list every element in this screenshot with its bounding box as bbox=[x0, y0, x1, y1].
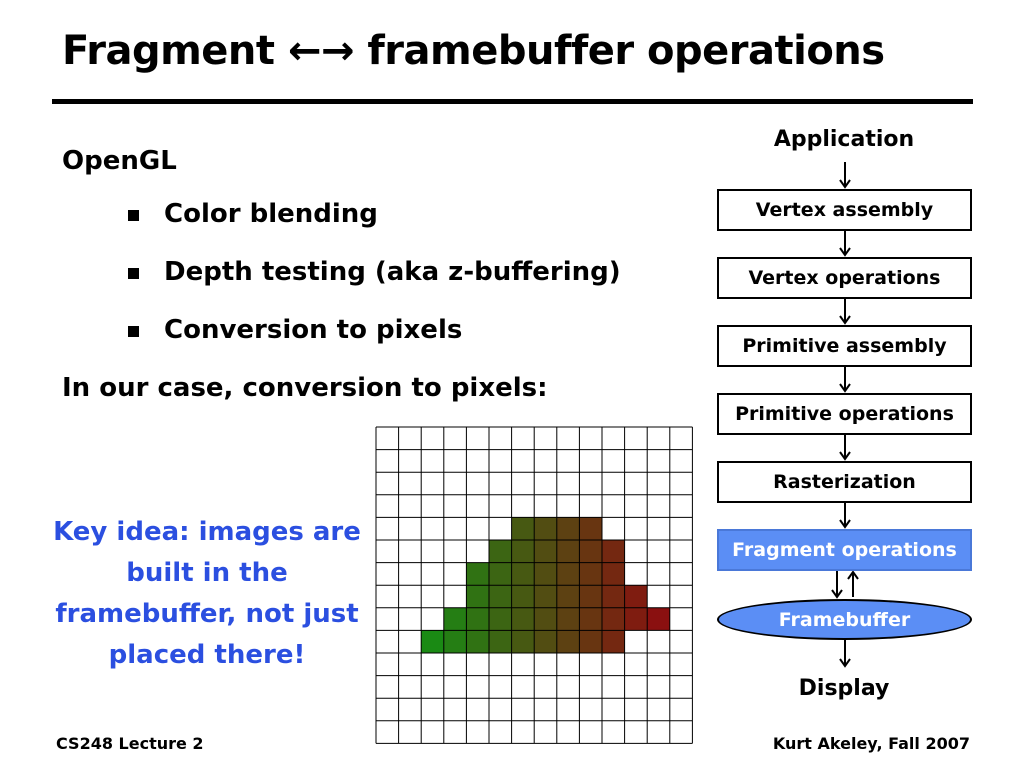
filled-pixel bbox=[534, 607, 557, 631]
filled-pixel bbox=[443, 607, 467, 631]
filled-pixel bbox=[466, 562, 489, 586]
bullet-item: Color blending bbox=[128, 199, 378, 229]
filled-pixel bbox=[511, 585, 535, 608]
stage-primitive-assembly: Primitive assembly bbox=[717, 325, 972, 367]
filled-pixel bbox=[556, 630, 580, 653]
label-display: Display bbox=[798, 676, 890, 701]
filled-pixel bbox=[511, 517, 535, 540]
filled-pixel bbox=[534, 540, 557, 563]
filled-pixel bbox=[602, 562, 625, 586]
heading-opengl: OpenGL bbox=[62, 146, 177, 176]
stage-vertex-assembly: Vertex assembly bbox=[717, 189, 972, 231]
filled-pixel bbox=[624, 585, 648, 608]
filled-pixel bbox=[579, 585, 602, 608]
stage-rasterization: Rasterization bbox=[717, 461, 972, 503]
filled-pixel bbox=[579, 630, 602, 653]
filled-pixel bbox=[466, 607, 489, 631]
filled-pixel bbox=[511, 540, 535, 563]
bullet-text: Color blending bbox=[164, 199, 378, 229]
filled-pixel bbox=[602, 540, 625, 563]
filled-pixel bbox=[534, 585, 557, 608]
filled-pixel bbox=[534, 630, 557, 653]
filled-pixel bbox=[489, 630, 512, 653]
filled-pixel bbox=[556, 517, 580, 540]
filled-pixel bbox=[602, 585, 625, 608]
filled-pixel bbox=[602, 607, 625, 631]
stage-fragment-operations: Fragment operations bbox=[717, 529, 972, 571]
filled-pixel bbox=[511, 630, 535, 653]
footer-course: CS248 Lecture 2 bbox=[56, 734, 204, 753]
stage-vertex-operations: Vertex operations bbox=[717, 257, 972, 299]
title-underline bbox=[52, 99, 973, 104]
filled-pixel bbox=[624, 607, 648, 631]
filled-pixel bbox=[489, 585, 512, 608]
filled-pixel bbox=[579, 540, 602, 563]
framebuffer-ellipse: Framebuffer bbox=[717, 599, 972, 640]
filled-pixel bbox=[489, 607, 512, 631]
filled-pixel bbox=[534, 562, 557, 586]
bullet-item: Conversion to pixels bbox=[128, 315, 462, 345]
filled-pixel bbox=[556, 540, 580, 563]
filled-pixel bbox=[579, 562, 602, 586]
filled-pixel bbox=[511, 562, 535, 586]
square-bullet-icon bbox=[128, 325, 139, 337]
square-bullet-icon bbox=[128, 267, 139, 279]
filled-pixel bbox=[556, 607, 580, 631]
filled-pixel bbox=[534, 517, 557, 540]
square-bullet-icon bbox=[128, 209, 139, 221]
filled-pixel bbox=[489, 540, 512, 563]
slide-title: Fragment ←→ framebuffer operations bbox=[62, 28, 885, 74]
stage-primitive-operations: Primitive operations bbox=[717, 393, 972, 435]
filled-pixel bbox=[556, 585, 580, 608]
filled-pixel bbox=[511, 607, 535, 631]
filled-pixel bbox=[602, 630, 625, 653]
filled-pixel bbox=[647, 607, 670, 631]
filled-pixel bbox=[489, 562, 512, 586]
filled-pixel bbox=[443, 630, 467, 653]
heading-conversion: In our case, conversion to pixels: bbox=[62, 373, 548, 403]
filled-pixel bbox=[466, 630, 489, 653]
key-idea-callout: Key idea: images are built in the frameb… bbox=[53, 517, 361, 670]
bullet-text: Conversion to pixels bbox=[164, 315, 463, 345]
footer-author: Kurt Akeley, Fall 2007 bbox=[772, 734, 970, 753]
filled-pixel bbox=[556, 562, 580, 586]
filled-pixel bbox=[466, 585, 489, 608]
filled-pixel bbox=[579, 607, 602, 631]
filled-pixel bbox=[579, 517, 602, 540]
bullet-text: Depth testing (aka z-buffering) bbox=[164, 257, 621, 287]
label-application: Application bbox=[773, 127, 915, 152]
bullet-item: Depth testing (aka z-buffering) bbox=[128, 257, 621, 287]
filled-pixel bbox=[421, 630, 444, 653]
